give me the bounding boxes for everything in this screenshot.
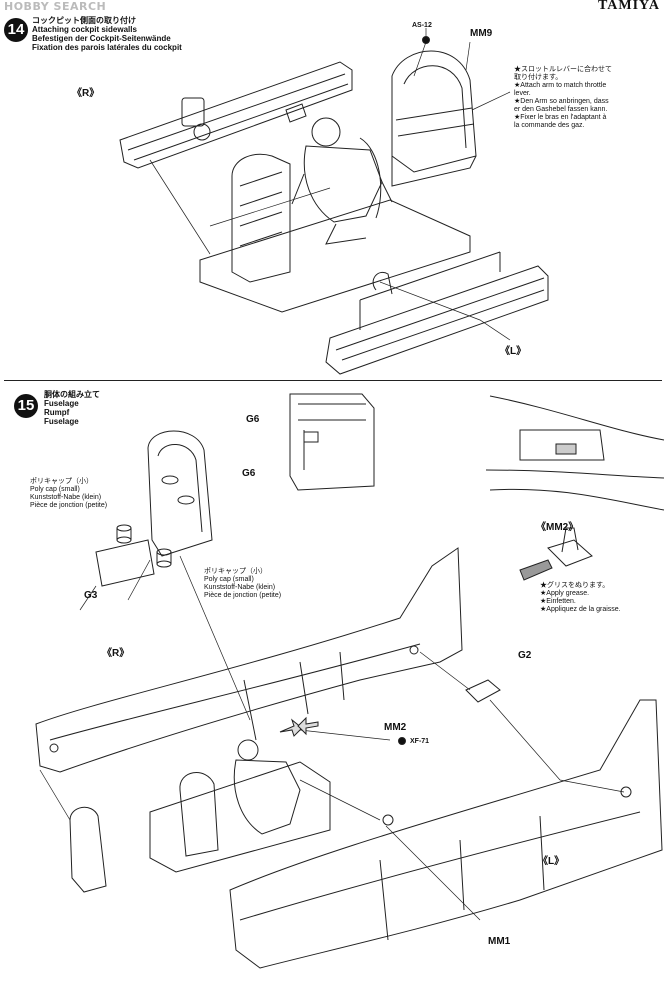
brand-logo: TAMIYA [597, 0, 660, 13]
label-as12: AS-12 [412, 22, 432, 29]
cockpit-sidewall-right [119, 61, 353, 169]
frame-g6-top [289, 393, 375, 491]
cockpit-floor-assembly [199, 117, 471, 313]
step-14-title-de: Befestigen der Cockpit-Seitenwände [32, 34, 171, 43]
hobbysearch-watermark: HOBBY SEARCH [4, 0, 107, 13]
step-15-title-ja: 胴体の組み立て [44, 390, 100, 399]
poly-caps [116, 524, 172, 568]
step-15-title: 胴体の組み立て Fuselage Rumpf Fuselage [44, 390, 100, 426]
step-divider [4, 380, 662, 381]
inset-mm2-detail [485, 395, 665, 581]
step-15-title-fr: Fuselage [44, 417, 79, 426]
fuselage-right-half [35, 547, 463, 773]
fuselage-left-half [229, 699, 663, 969]
label-step14-l: 《L》 [500, 346, 527, 357]
step-14-number: 14 [4, 18, 28, 42]
label-g3: G3 [84, 590, 98, 601]
part-g2 [465, 679, 501, 703]
step-15-number: 15 [14, 394, 38, 418]
label-mm1: MM1 [488, 936, 511, 947]
label-mm2: MM2 [384, 722, 407, 733]
grease-note: ★グリスをぬります。 ★Apply grease. ★Einfetten. ★A… [540, 582, 621, 613]
polycap-note-1: ポリキャップ（小） Poly cap (small) Kunststoff-Na… [30, 478, 108, 509]
label-step15-r: 《R》 [102, 648, 130, 659]
plate-g3 [95, 539, 155, 587]
cockpit-sidewall-left [325, 251, 549, 375]
label-mm2-inset: 《MM2》 [536, 522, 579, 533]
label-g6-top: G6 [246, 414, 260, 425]
polycap-note-2: ポリキャップ（小） Poly cap (small) Kunststoff-Na… [204, 568, 282, 599]
throttle-note: ★スロットルレバーに合わせて 取り付けます。 ★Attach arm to ma… [514, 66, 612, 129]
label-mm9: MM9 [470, 28, 493, 39]
step-14-title: コックピット側面の取り付け Attaching cockpit sidewall… [32, 16, 182, 52]
label-g2: G2 [518, 650, 532, 661]
instrument-panel-mm9 [391, 50, 477, 187]
label-g6-bulkhead: G6 [242, 468, 256, 479]
bulkhead-g6 [147, 430, 213, 557]
step-14-title-en: Attaching cockpit sidewalls [32, 25, 137, 34]
rear-bulkhead [69, 806, 107, 893]
step-14-title-ja: コックピット側面の取り付け [32, 16, 136, 25]
cockpit-assembly-fuselage [149, 739, 331, 873]
step-14-title-fr: Fixation des parois latérales du cockpit [32, 43, 182, 52]
step-15-title-de: Rumpf [44, 408, 70, 417]
label-xf71: XF-71 [410, 738, 430, 745]
label-step15-l: 《L》 [538, 856, 565, 867]
step-15-title-en: Fuselage [44, 399, 79, 408]
label-step14-r: 《R》 [72, 88, 100, 99]
